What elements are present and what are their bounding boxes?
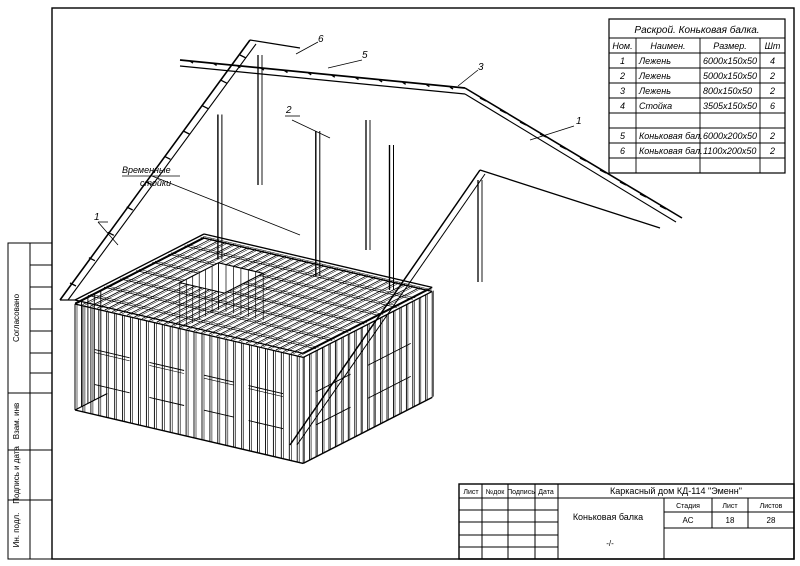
- callout-leaders: [97, 41, 575, 246]
- side-inv-orig-label: Ин. подл.: [12, 513, 21, 548]
- tb-sheet-label: Лист: [722, 503, 738, 510]
- spec-cell: 1100x200x50: [703, 146, 756, 156]
- tb-scale-value: -/-: [606, 539, 614, 548]
- callout-1-left: 1: [94, 212, 100, 223]
- tb-project-title: Каркасный дом КД-114 "Эменн": [610, 486, 742, 496]
- spec-cell: 2: [769, 146, 775, 156]
- spec-table-title: Раскрой. Коньковая балка.: [634, 24, 759, 36]
- callout-3: 3: [478, 62, 484, 73]
- side-strip: [7, 242, 53, 560]
- tb-drawing-title: Коньковая балка: [573, 512, 643, 522]
- spec-cell: 6: [620, 146, 625, 156]
- spec-cell: 2: [619, 71, 625, 81]
- callout-1-right: 1: [576, 116, 582, 127]
- tb-sheets-value: 28: [767, 516, 776, 525]
- spec-cell: 1: [620, 56, 625, 66]
- title-block: [458, 483, 795, 560]
- tb-sheet-value: 18: [726, 516, 735, 525]
- temporary-posts-label-line1: Временные: [122, 165, 171, 175]
- side-agreed-label: Согласовано: [12, 293, 21, 342]
- spec-cell: 4: [620, 101, 625, 111]
- spec-cell: 3: [620, 86, 625, 96]
- side-inv-replace-label: Взам. инв: [12, 403, 21, 440]
- callout-6: 6: [318, 34, 324, 45]
- spec-cell: 3505x150x50: [703, 101, 757, 111]
- temporary-posts-label-line2: стойки: [140, 178, 171, 188]
- spec-cell: Лежень: [638, 56, 671, 66]
- tb-col-sign: Подпись: [507, 489, 535, 496]
- spec-cell: 4: [770, 56, 775, 66]
- spec-cell: 6000x150x50: [703, 56, 757, 66]
- spec-cell: 2: [769, 131, 775, 141]
- side-sign-date-label: Подпись и дата: [12, 446, 21, 504]
- spec-cell: Коньковая бал.: [639, 131, 703, 141]
- tb-stage-value: АС: [683, 516, 694, 525]
- spec-cell: Лежень: [638, 86, 671, 96]
- tb-col-sheet: Лист: [463, 489, 479, 496]
- spec-cell: Коньковая бал.: [639, 146, 703, 156]
- callout-5: 5: [362, 50, 368, 61]
- spec-cell: Стойка: [639, 101, 672, 111]
- spec-header-cell: Наимен.: [650, 41, 685, 51]
- tb-sheets-label: Листов: [760, 503, 783, 510]
- spec-cell: 2: [769, 86, 775, 96]
- tb-col-doc: №док: [486, 489, 505, 496]
- spec-cell: 6000x200x50: [703, 131, 757, 141]
- spec-header-cell: Ном.: [612, 41, 632, 51]
- spec-cell: 800x150x50: [703, 86, 752, 96]
- tb-stage-label: Стадия: [676, 503, 700, 510]
- tb-col-date: Дата: [538, 489, 554, 496]
- house-frame-drawing: [59, 39, 683, 465]
- callout-2: 2: [285, 105, 292, 116]
- spec-header-cell: Шт: [765, 41, 781, 51]
- spec-header-cell: Размер.: [713, 41, 747, 51]
- spec-cell: 5000x150x50: [703, 71, 757, 81]
- spec-cell: 5: [620, 131, 626, 141]
- spec-cell: Лежень: [638, 71, 671, 81]
- spec-table: Раскрой. Коньковая балка. Ном. Наимен. Раз…: [608, 18, 786, 174]
- spec-cell: 2: [769, 71, 775, 81]
- spec-cell: 6: [770, 101, 775, 111]
